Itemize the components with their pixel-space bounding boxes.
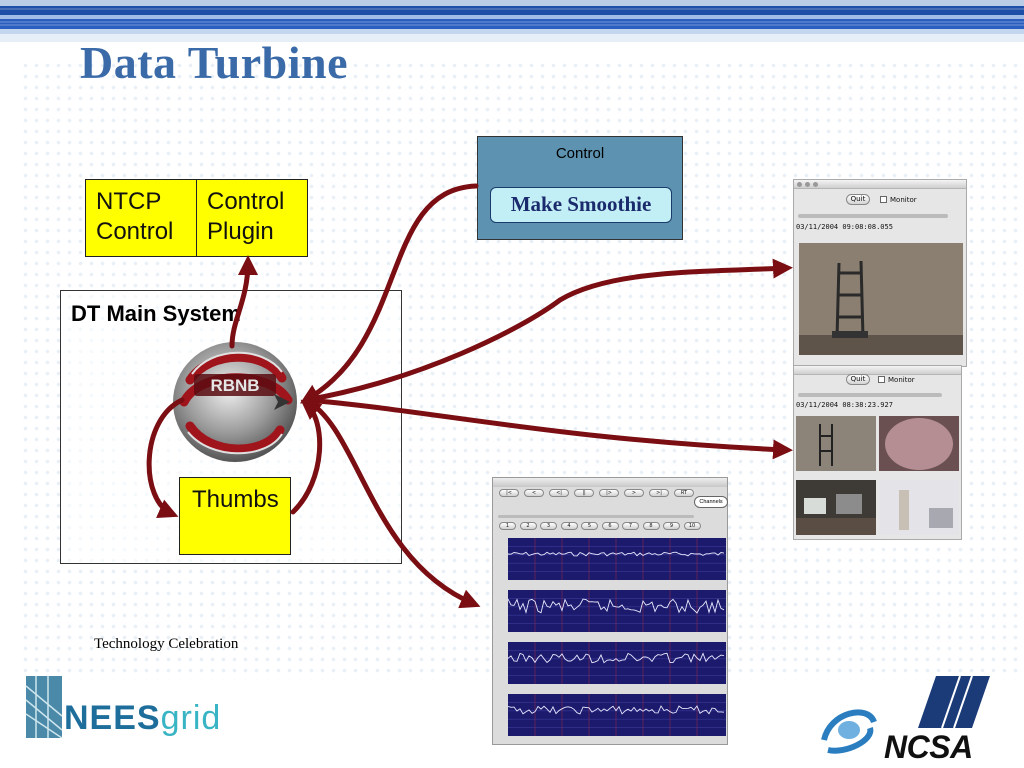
dataplot-time-slider[interactable] [498,515,694,518]
thumbnail-tower [796,416,876,471]
dataplot-channel-button[interactable]: 1 [499,522,516,530]
dataplot-trace [507,652,725,664]
arrow-from-thumbs [290,399,323,515]
rbnb-logo-text: RBNB [210,376,259,395]
dataplot-transport-button[interactable]: |< [499,489,519,497]
dataplot-transport-button[interactable]: RT [674,489,694,497]
footer-text: Technology Celebration [94,636,239,652]
viewer-bottom-quit-button[interactable]: Quit [846,374,870,385]
plugin-line-1: Control [207,188,285,215]
video-viewer-window-bottom: Quit Monitor 03/11/2004 08:38:23.927 [793,365,962,540]
dataplot-channel-button[interactable]: 4 [560,522,578,530]
dataplot-traces [507,538,726,736]
viewer-top-timestamp: 03/11/2004 09:08:08.055 [796,223,893,231]
shake-table-photo [799,243,963,355]
top-banner [0,0,1024,42]
viewer-bottom-monitor-label: Monitor [888,376,915,384]
viewer-top-monitor-label: Monitor [890,196,917,204]
dataplot-panel [508,538,726,580]
make-smoothie-button[interactable]: Make Smoothie [490,187,672,223]
banner-texture [0,8,1024,26]
minimize-icon[interactable] [805,182,810,187]
viewer-bottom-time-slider[interactable] [798,393,942,397]
arrow-to-top-viewer [303,258,793,403]
dataplot-panel [508,694,726,736]
arrow-to-thumbs [146,397,185,518]
control-plugin-box: Control Plugin [196,179,308,257]
dataplot-trace [507,598,725,614]
viewer-bottom-titlebar [794,366,961,375]
ncsa-chevron-icon [918,676,990,728]
dataplot-panel [508,642,726,684]
control-panel-label: Control [555,145,605,162]
dataplot-transport-button[interactable]: <| [549,489,569,497]
ncsa-swirl-icon [821,709,877,754]
dataplot-panel [508,590,726,632]
viewer-top-titlebar [794,180,966,189]
neesgrid-grid: grid [160,699,222,737]
slide-title: Data Turbine [80,37,349,88]
viewer-bottom-timestamp: 03/11/2004 08:38:23.927 [796,401,893,409]
neesgrid-logo-icon [26,676,62,738]
dataplot-channel-button[interactable]: 5 [581,522,598,530]
viewer-bottom-monitor-checkbox[interactable] [878,376,885,383]
thumbnail-room [879,480,959,535]
dataplot-channel-button[interactable]: 10 [683,522,701,530]
dataplot-channel-button[interactable]: 8 [642,522,660,530]
dataplot-transport-button[interactable]: |> [599,489,619,497]
dataplot-transport-button[interactable]: || [574,489,594,497]
dataplot-channel-button[interactable]: 2 [519,522,537,530]
arrow-to-bottom-viewer [303,397,793,460]
neesgrid-nees: NEES [64,699,161,737]
rbnb-logo: RBNB [173,342,297,462]
dataplot-trace [507,551,725,557]
neesgrid-logo-text: NEESgrid [64,699,221,738]
channels-button[interactable]: Channels [694,496,728,508]
dataplot-transport-button[interactable]: > [624,489,644,497]
dataplot-titlebar [493,478,727,487]
ncsa-logo-text: NCSA [884,729,973,765]
arrow-from-control [299,183,479,404]
zoom-icon[interactable] [813,182,818,187]
arrow-to-dataplot [303,397,481,609]
ntcp-line-2: Control [96,218,174,245]
dataplot-channel-button[interactable]: 6 [601,522,619,530]
dataplot-transport-button[interactable]: >| [649,489,669,497]
thumbs-box: Thumbs [179,477,291,555]
viewer-top-quit-button[interactable]: Quit [846,194,870,205]
dataplot-channel-button[interactable]: 9 [663,522,680,530]
dataplot-transport-button[interactable]: < [524,489,544,497]
ntcp-line-1: NTCP [96,188,162,215]
arrow-to-control-plugin [229,255,258,349]
plugin-line-2: Plugin [207,218,274,245]
control-panel: Control Make Smoothie [477,136,683,240]
dataplot-channel-button[interactable]: 3 [540,522,557,530]
dataplot-channel-button[interactable]: 7 [622,522,639,530]
viewer-top-monitor-checkbox[interactable] [880,196,887,203]
thumbnail-closeup [879,416,959,471]
dataplot-trace [507,705,725,715]
dt-main-system-label: DT Main System [71,301,241,326]
close-icon[interactable] [797,182,802,187]
thumbnail-lab [796,480,876,535]
ntcp-control-box: NTCP Control [85,179,197,257]
viewer-top-time-slider[interactable] [798,214,948,218]
